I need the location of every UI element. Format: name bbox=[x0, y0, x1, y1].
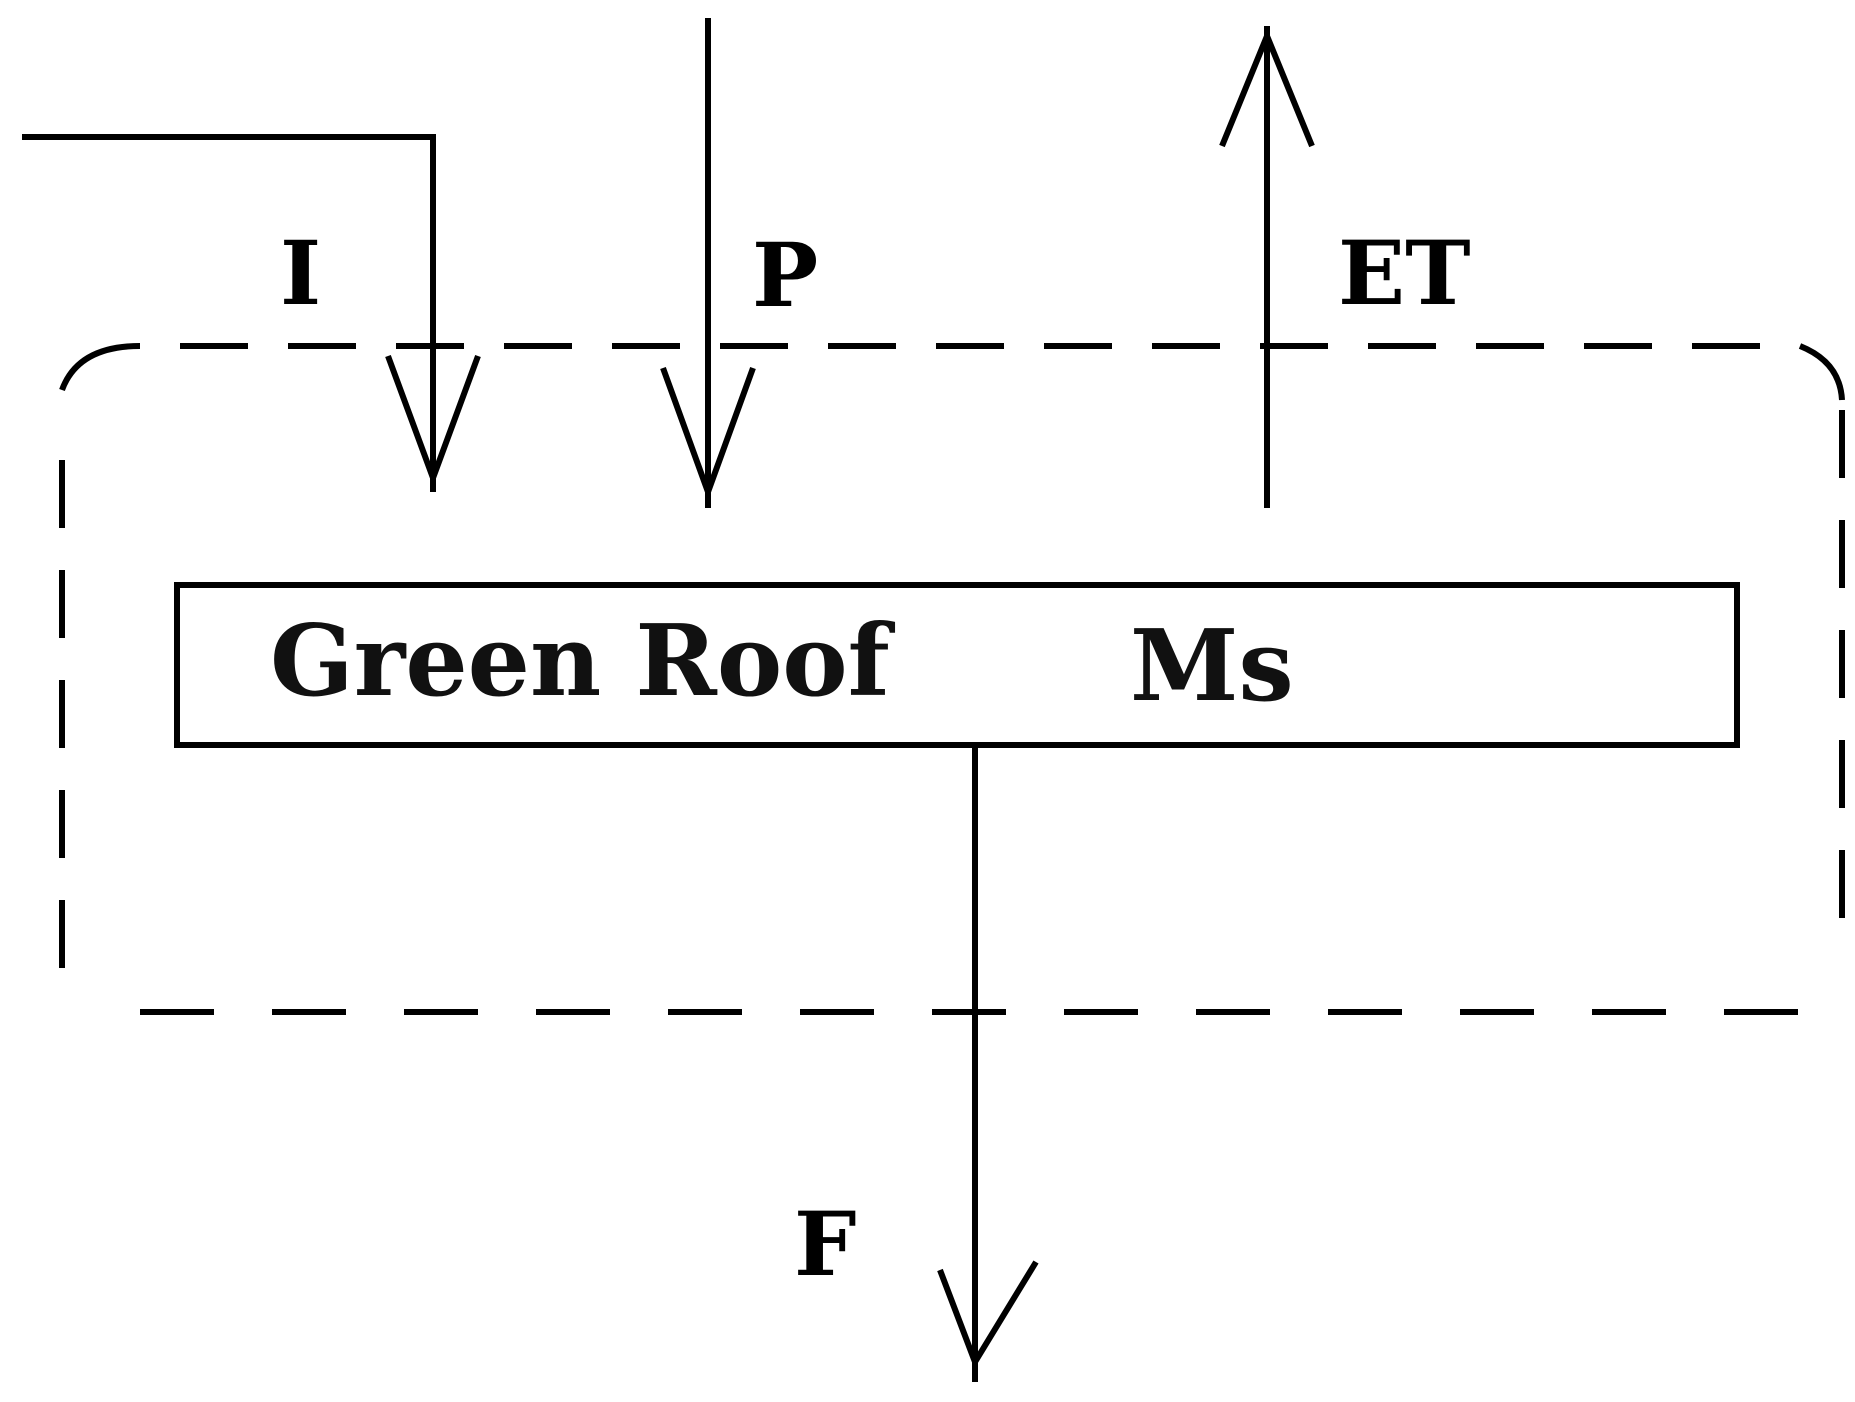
precipitation-arrow bbox=[660, 18, 756, 508]
outflow-label: F bbox=[794, 1192, 856, 1296]
green-roof-box bbox=[174, 582, 1740, 748]
green-roof-label: Green Roof bbox=[270, 604, 896, 719]
evapotranspiration-arrow bbox=[1219, 26, 1315, 508]
inflow-arrow bbox=[22, 134, 481, 492]
evapotranspiration-label: ET bbox=[1338, 221, 1471, 325]
precipitation-label: P bbox=[752, 223, 818, 327]
outflow-arrowhead bbox=[937, 1260, 1039, 1369]
boundary-top-right-corner bbox=[1798, 343, 1845, 401]
control-volume-boundary bbox=[59, 343, 1845, 1015]
inflow-line bbox=[22, 134, 436, 492]
precipitation-arrowhead bbox=[660, 366, 756, 501]
inflow-label: I bbox=[280, 221, 321, 325]
inflow-arrowhead bbox=[385, 354, 481, 487]
outflow-arrow bbox=[937, 745, 1039, 1382]
storage-label: Ms bbox=[1130, 609, 1294, 724]
boundary-top-left-corner bbox=[59, 343, 141, 392]
evapotranspiration-arrowhead bbox=[1219, 28, 1315, 148]
